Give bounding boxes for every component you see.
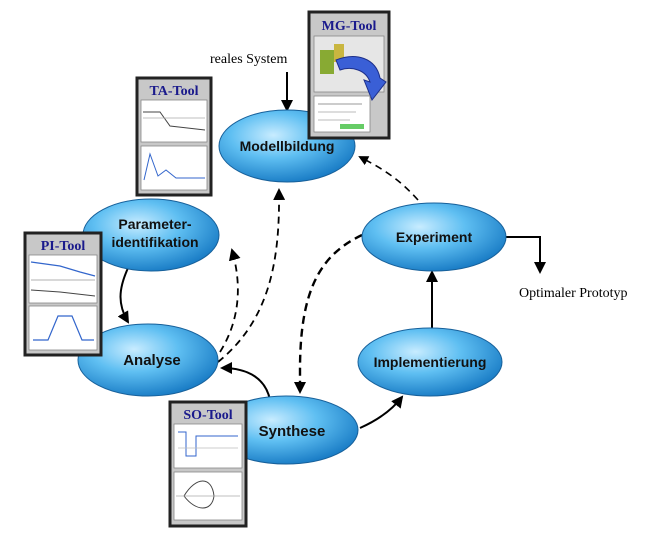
svg-text:Synthese: Synthese [259,423,326,440]
svg-text:Implementierung: Implementierung [374,354,487,370]
node-experiment: Experiment [361,202,507,272]
node-analyse: Analyse [77,323,219,397]
arrow-synthese-to-analyse [220,362,271,401]
svg-text:Analyse: Analyse [123,352,181,369]
arrow-synthese-to-impl [359,395,404,429]
reales-system-label: reales System [210,52,287,67]
so-tool-thumbnail: SO-Tool [168,400,248,528]
svg-text:Modellbildung: Modellbildung [240,138,335,154]
svg-text:MG-Tool: MG-Tool [322,19,377,34]
mg-tool-thumbnail: MG-Tool [307,10,391,140]
optimaler-prototyp-label: Optimaler Prototyp [519,286,628,301]
blue-curved-arrow-icon [335,56,387,101]
arrow-experiment-to-synthese [294,233,363,394]
arrow-parameter-to-analyse [117,267,130,324]
svg-text:TA-Tool: TA-Tool [149,84,198,99]
svg-text:Experiment: Experiment [396,229,473,245]
robot-model-icon [320,50,334,74]
arrow-experiment-to-modell [358,156,419,201]
svg-text:SO-Tool: SO-Tool [183,408,232,423]
arrow-analyse-to-modell [217,188,286,363]
svg-text:PI-Tool: PI-Tool [41,239,86,254]
node-implementierung: Implementierung [357,327,503,397]
ta-tool-thumbnail: TA-Tool [135,76,213,197]
arrow-experiment-to-prototyp [505,236,546,274]
arrow-analyse-to-parameter [219,248,241,353]
pi-tool-thumbnail: PI-Tool [23,231,103,357]
node-synthese: Synthese [213,395,359,465]
svg-text:Parameter-: Parameter- [118,216,191,232]
node-parameteridentifikation: Parameter- identifikation [82,198,220,272]
svg-text:identifikation: identifikation [111,234,198,250]
